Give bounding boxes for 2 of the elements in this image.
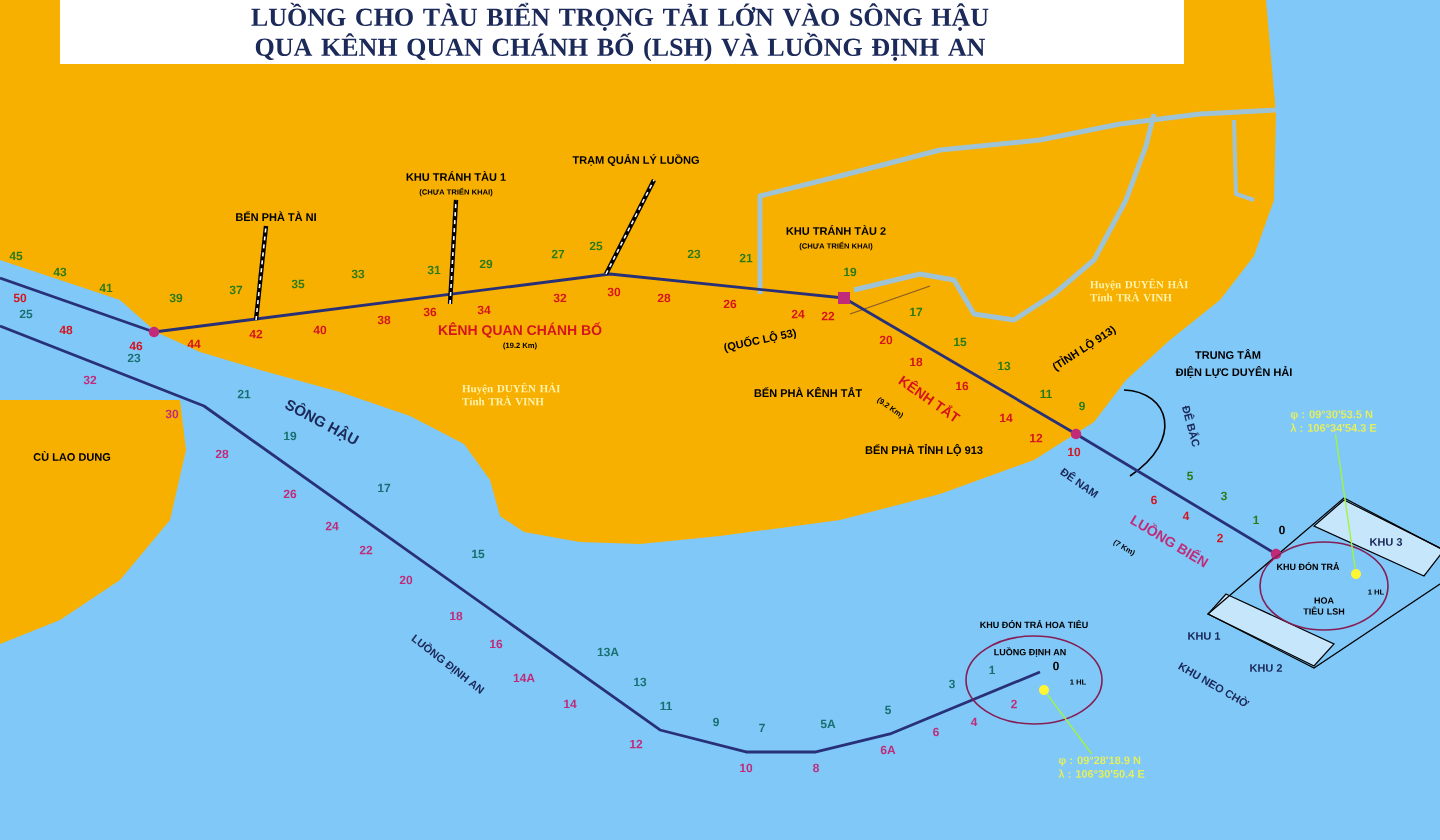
leader-line — [1046, 693, 1093, 755]
title-banner: LUỒNG CHO TÀU BIỂN TRỌNG TẢI LỚN VÀO SÔNG HẬU QUA KÊNH QUAN CHÁNH BỐ (LSH) VÀ LUỒNG ĐỊNH AN — [60, 0, 1184, 64]
